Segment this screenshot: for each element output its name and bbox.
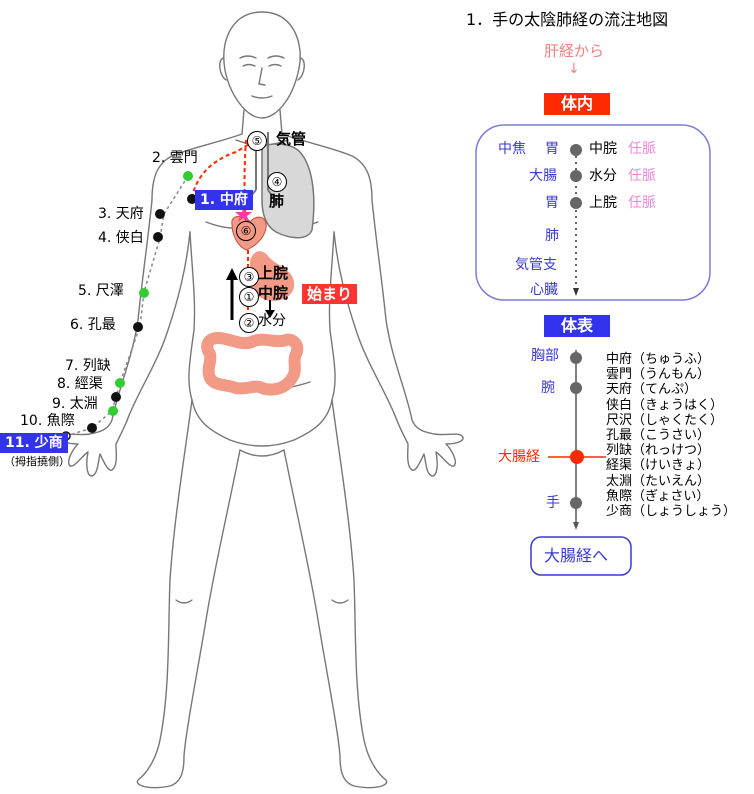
- internal-left-2: 胃: [545, 195, 559, 211]
- label-point-11-note: （拇指撓側）: [4, 455, 70, 468]
- point-8-dot: [111, 392, 121, 402]
- internal-tag-0: 任脈: [628, 141, 656, 157]
- internal-left-0b: 胃: [545, 141, 559, 157]
- label-point-6: 6. 孔最: [70, 317, 116, 333]
- marker-3: ③: [239, 267, 259, 287]
- list-item: 列缺（れっけつ）: [606, 443, 711, 459]
- label-lung: 肺: [269, 192, 285, 210]
- label-chukan: 中脘: [258, 284, 289, 302]
- to-label: 大腸経へ: [544, 546, 609, 565]
- list-item: 天府（てんぷ）: [606, 382, 698, 398]
- surface-large-intestine: 大腸経: [498, 449, 540, 465]
- internal-left-5: 心臓: [530, 282, 558, 298]
- point-10-dot: [87, 423, 97, 433]
- marker-6: ⑥: [236, 221, 256, 241]
- label-point-1: 1. 中府: [195, 190, 253, 210]
- list-item: 魚際（ぎょさい）: [606, 488, 710, 504]
- label-point-11: 11. 少商: [0, 433, 68, 453]
- list-item: 侠白（きょうはく）: [606, 397, 724, 413]
- point-5-dot: [139, 288, 149, 298]
- point-9-dot: [108, 406, 118, 416]
- marker-2: ②: [239, 313, 259, 333]
- surface-chest: 胸部: [531, 348, 559, 364]
- page-title: 1．手の太陰肺経の流注地図: [466, 10, 669, 29]
- label-point-9: 9. 太淵: [52, 396, 98, 412]
- point-3-dot: [155, 209, 165, 219]
- point-1-dot: [187, 194, 197, 204]
- list-item: 孔最（こうさい）: [606, 427, 711, 443]
- list-item: 経渠（けいきょ）: [606, 458, 711, 474]
- point-4-dot: [153, 232, 163, 242]
- label-point-7: 7. 列缺: [65, 358, 111, 374]
- from-arrow: ↓: [568, 61, 580, 77]
- surface-elbow: 腕: [541, 380, 555, 396]
- label-start: 始まり: [302, 284, 358, 304]
- list-item: 尺沢（しゃくたく）: [606, 412, 724, 428]
- internal-right-0: 中脘: [589, 141, 617, 157]
- internal-left-3: 肺: [545, 228, 559, 244]
- surface-header: 体表: [544, 315, 610, 337]
- label-jokan: 上脘: [258, 264, 289, 282]
- internal-tag-1: 任脈: [628, 168, 656, 184]
- label-point-4: 4. 侠白: [98, 230, 144, 246]
- marker-1: ①: [239, 287, 259, 307]
- internal-left-1: 大腸: [529, 168, 557, 184]
- internal-right-2: 上脘: [589, 195, 617, 211]
- marker-5: ⑤: [247, 131, 267, 151]
- label-point-8: 8. 經渠: [57, 376, 103, 392]
- list-item: 太淵（たいえん）: [606, 473, 711, 489]
- label-point-3: 3. 天府: [98, 206, 144, 222]
- marker-4: ④: [267, 172, 287, 192]
- surface-hand: 手: [546, 495, 560, 511]
- list-item: 雲門（うんもん）: [606, 367, 711, 383]
- internal-left-0: 中焦: [498, 141, 526, 157]
- label-point-10: 10. 魚際: [20, 413, 75, 429]
- from-label: 肝経から: [544, 42, 605, 60]
- points-list: 中府（ちゅうふ） 雲門（うんもん） 天府（てんぷ） 侠白（きょうはく） 尺沢（し…: [606, 352, 736, 519]
- list-item: 中府（ちゅうふ）: [606, 352, 711, 367]
- point-7-dot: [115, 378, 125, 388]
- label-point-5: 5. 尺澤: [78, 283, 124, 299]
- point-2-dot: [183, 171, 193, 181]
- internal-header: 体内: [544, 93, 610, 115]
- internal-right-1: 水分: [589, 168, 617, 184]
- label-trachea: 気管: [276, 130, 307, 148]
- internal-tag-2: 任脈: [628, 195, 656, 211]
- label-point-2: 2. 雲門: [152, 150, 198, 166]
- label-suibun: 水分: [258, 313, 286, 329]
- point-6-dot: [133, 322, 143, 332]
- list-item: 少商（しょうしょう）: [606, 503, 737, 519]
- internal-left-4: 気管支: [515, 257, 557, 273]
